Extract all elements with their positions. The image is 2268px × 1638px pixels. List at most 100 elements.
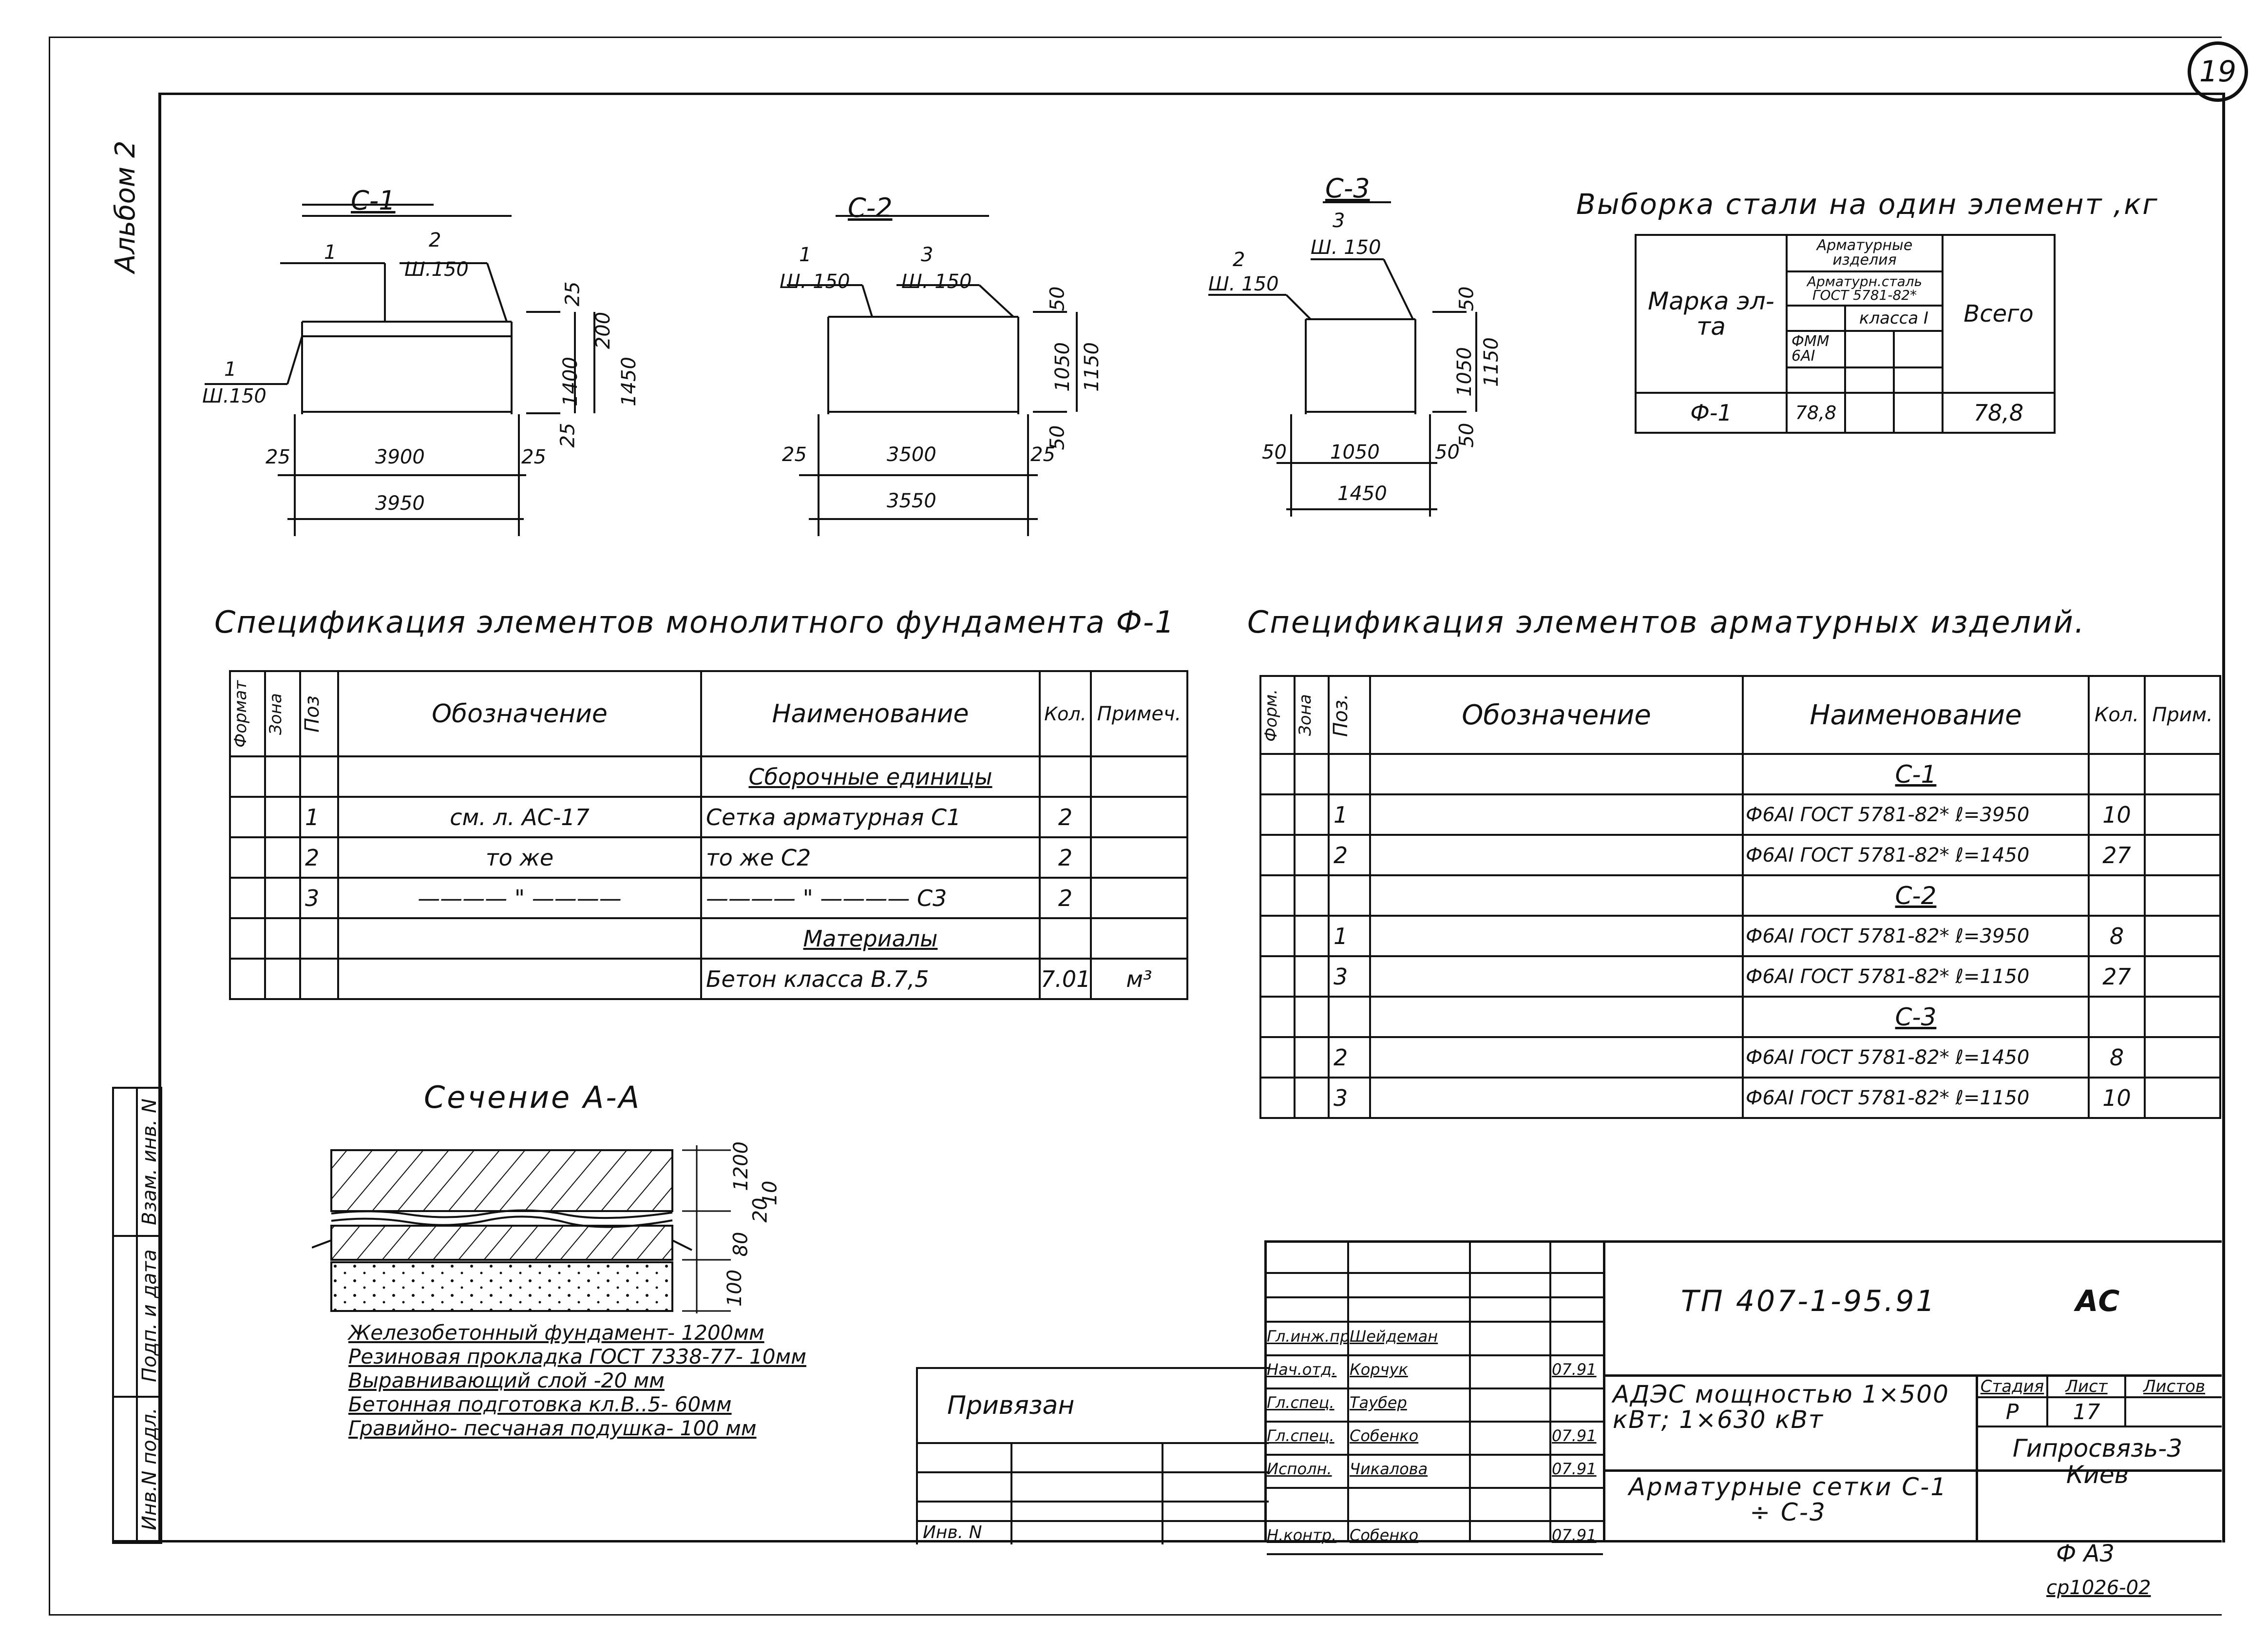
spec1-cell-zone <box>264 796 301 838</box>
spec2-cell-pos <box>1328 996 1371 1038</box>
steel-hdr-class: класса I <box>1844 304 1944 332</box>
spec1-cell-format <box>229 755 266 798</box>
steel-d6: 78,8 <box>1786 392 1846 434</box>
spec2-cell-qty: 8 <box>2088 915 2146 957</box>
sketch-c1-dim: 25 <box>556 423 579 448</box>
staff-date: 07.91 <box>1552 1426 1597 1445</box>
spec1-cell-zone <box>264 958 301 1000</box>
sketch-c3-label: 2 <box>1233 249 1245 271</box>
spec1-cell-des <box>337 958 702 1000</box>
sketch-c2-dim: 1150 <box>1080 342 1103 392</box>
spec2-cell-zone <box>1294 874 1330 917</box>
sketch-c1-dim: 200 <box>592 311 615 349</box>
spec1-cell-pos <box>299 755 339 798</box>
spec2-hdr-pos: Поз. <box>1330 693 1352 737</box>
spec2-cell-format <box>1259 834 1296 876</box>
spec1-cell-name: Материалы <box>700 917 1041 960</box>
staff-name: Корчук <box>1350 1360 1408 1379</box>
legend-line: Бетонная подготовка кл.В..5- 60мм <box>348 1392 732 1416</box>
sketch-c1-dim: 25 <box>521 446 546 468</box>
steel-hdr-group: Арматурные изделия <box>1786 234 1944 272</box>
sketch-c2-label: 3 <box>921 244 934 266</box>
sketch-c3-dim: 50 <box>1455 286 1478 311</box>
spec2-cell-format <box>1259 1077 1296 1119</box>
sketch-c2-dim: 50 <box>1046 286 1069 311</box>
sketch-c1-label: Ш.150 <box>202 385 267 407</box>
spec2-cell-qty: 10 <box>2088 793 2146 836</box>
sketch-c3-dim: 1450 <box>1337 482 1387 505</box>
spec1-cell-qty: 7.01 <box>1039 958 1092 1000</box>
spec1-cell-pos: 2 <box>299 836 339 879</box>
spec2-cell-des <box>1369 955 1744 998</box>
spec2-row: С-3 <box>1259 996 2221 1038</box>
drawing-frame <box>158 93 2225 1542</box>
staff-row <box>1267 1489 1603 1522</box>
sketch-c1-label: Ш.150 <box>404 258 469 281</box>
section-dim: 100 <box>724 1269 746 1307</box>
spec1-cell-format <box>229 836 266 879</box>
staff-role: Н.контр. <box>1267 1526 1337 1544</box>
spec2-cell-note <box>2144 996 2221 1038</box>
spec1-cell-pos <box>299 958 339 1000</box>
legend-line: Железобетонный фундамент- 1200мм <box>348 1321 764 1345</box>
spec1-hdr-note: Примеч. <box>1090 670 1188 757</box>
spec2-cell-format <box>1259 1036 1296 1079</box>
spec1-hdr-des: Обозначение <box>337 670 702 757</box>
spec2-cell-note <box>2144 753 2221 795</box>
steel-total: 78,8 <box>1942 392 2056 434</box>
spec2-cell-format <box>1259 874 1296 917</box>
spec1-cell-name: Сетка арматурная С1 <box>700 796 1041 838</box>
spec1-hdr-zone: Зона <box>266 693 286 735</box>
binding-inv: Инв. N <box>923 1522 982 1542</box>
spec2-cell-format <box>1259 915 1296 957</box>
spec2-cell-name: С-3 <box>1742 996 2090 1038</box>
spec1-cell-qty <box>1039 917 1092 960</box>
spec1-cell-format <box>229 796 266 838</box>
sketch-c3-dim: 1150 <box>1480 337 1503 387</box>
staff-name: Собенко <box>1350 1426 1419 1445</box>
spec2-cell-des <box>1369 996 1744 1038</box>
binding-label: Привязан <box>947 1391 1075 1420</box>
spec2-cell-format <box>1259 793 1296 836</box>
spec2-cell-des <box>1369 793 1744 836</box>
spec1-cell-name: то же С2 <box>700 836 1041 879</box>
staff-name: Таубер <box>1350 1393 1407 1412</box>
legend-line: Гравийно- песчаная подушка- 100 мм <box>348 1416 757 1440</box>
spec2-cell-qty <box>2088 996 2146 1038</box>
stage-value: Р <box>2005 1400 2019 1425</box>
spec2-cell-name: Ф6АI ГОСТ 5781-82* ℓ=1450 <box>1742 1036 2090 1079</box>
side-stamp: Взам. инв. N Подп. и дата Инв.N подл. <box>112 1087 162 1544</box>
spec2-cell-note <box>2144 955 2221 998</box>
spec1-cell-des: ———— " ———— <box>337 877 702 919</box>
sketch-c3-dim: 50 <box>1435 441 1460 463</box>
spec1-cell-note <box>1090 917 1188 960</box>
spec2-cell-note <box>2144 834 2221 876</box>
staff-date: 07.91 <box>1552 1526 1597 1544</box>
spec2-cell-zone <box>1294 915 1330 957</box>
spec1-cell-des: см. л. АС-17 <box>337 796 702 838</box>
staff-role: Гл.инж.пр <box>1267 1327 1347 1346</box>
spec2-cell-name: С-1 <box>1742 753 2090 795</box>
spec1-cell-des: то же <box>337 836 702 879</box>
spec2-cell-pos: 3 <box>1328 1077 1371 1119</box>
spec2-cell-des <box>1369 915 1744 957</box>
spec1-cell-qty: 2 <box>1039 836 1092 879</box>
section-legend: Железобетонный фундамент- 1200мм Резинов… <box>348 1321 875 1440</box>
spec2-cell-note <box>2144 915 2221 957</box>
section-title: Сечение А-А <box>424 1079 642 1115</box>
spec1-cell-note: м³ <box>1090 958 1188 1000</box>
spec1-cell-qty: 2 <box>1039 877 1092 919</box>
sketch-c3-label: 3 <box>1333 210 1345 232</box>
spec2-cell-zone <box>1294 955 1330 998</box>
spec2-cell-pos: 2 <box>1328 1036 1371 1079</box>
spec1-cell-zone <box>264 836 301 879</box>
